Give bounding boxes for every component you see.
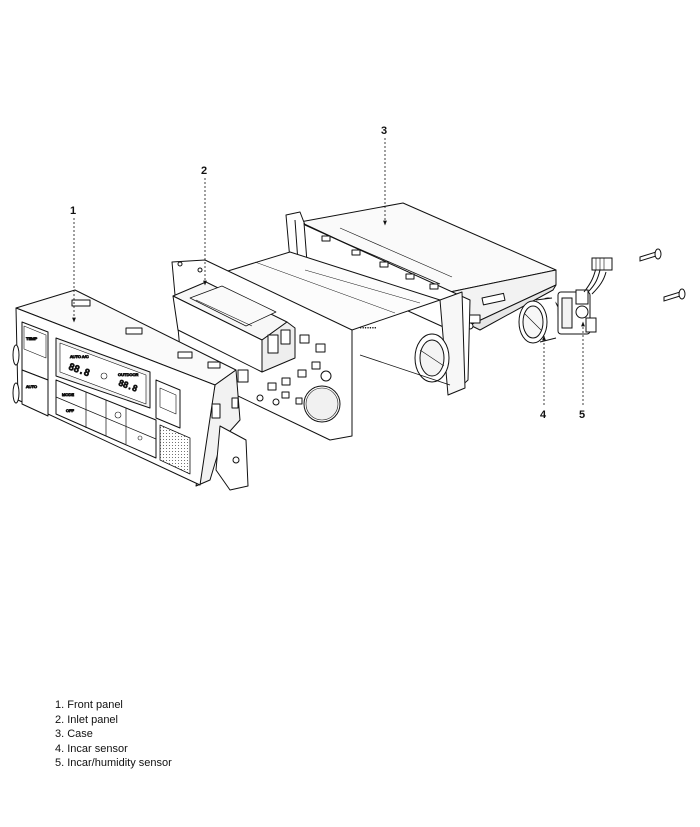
front-panel: TEMP AUTO AUTO A/C 88.8 88.8 OUTDOOR MOD… — [12, 289, 249, 491]
panel-auto-label-left: AUTO — [26, 384, 37, 389]
callout-4: 4 — [540, 409, 547, 421]
callout-2: 2 — [201, 165, 207, 177]
panel-outdoor-label: OUTDOOR — [118, 372, 139, 377]
incar-sensor — [518, 297, 561, 344]
legend-item-humidity-sensor: 5. Incar/humidity sensor — [55, 757, 172, 769]
callout-5: 5 — [579, 409, 585, 421]
case — [285, 202, 557, 396]
parts-legend: 1. Front panel 2. Inlet panel 3. Case 4.… — [55, 698, 172, 771]
humidity-sensor — [557, 257, 613, 335]
svg-text:· · · · · · ·: · · · · · · · — [360, 325, 376, 330]
panel-mode-label: MODE — [62, 392, 74, 397]
screw-lower — [663, 288, 686, 302]
inlet-panel: · · · · · · · — [171, 251, 441, 441]
screw-upper — [639, 248, 662, 262]
callout-3: 3 — [381, 125, 387, 137]
legend-item-inlet-panel: 2. Inlet panel — [55, 713, 118, 726]
legend-item-incar-sensor: 4. Incar sensor — [55, 742, 128, 755]
callout-1: 1 — [70, 205, 76, 217]
legend-item-front-panel: 1. Front panel — [55, 699, 123, 711]
panel-off-label: OFF — [66, 408, 75, 413]
legend-item-case: 3. Case — [55, 728, 93, 740]
panel-display-label: AUTO A/C — [70, 354, 89, 359]
panel-temp-label: TEMP — [26, 336, 37, 341]
